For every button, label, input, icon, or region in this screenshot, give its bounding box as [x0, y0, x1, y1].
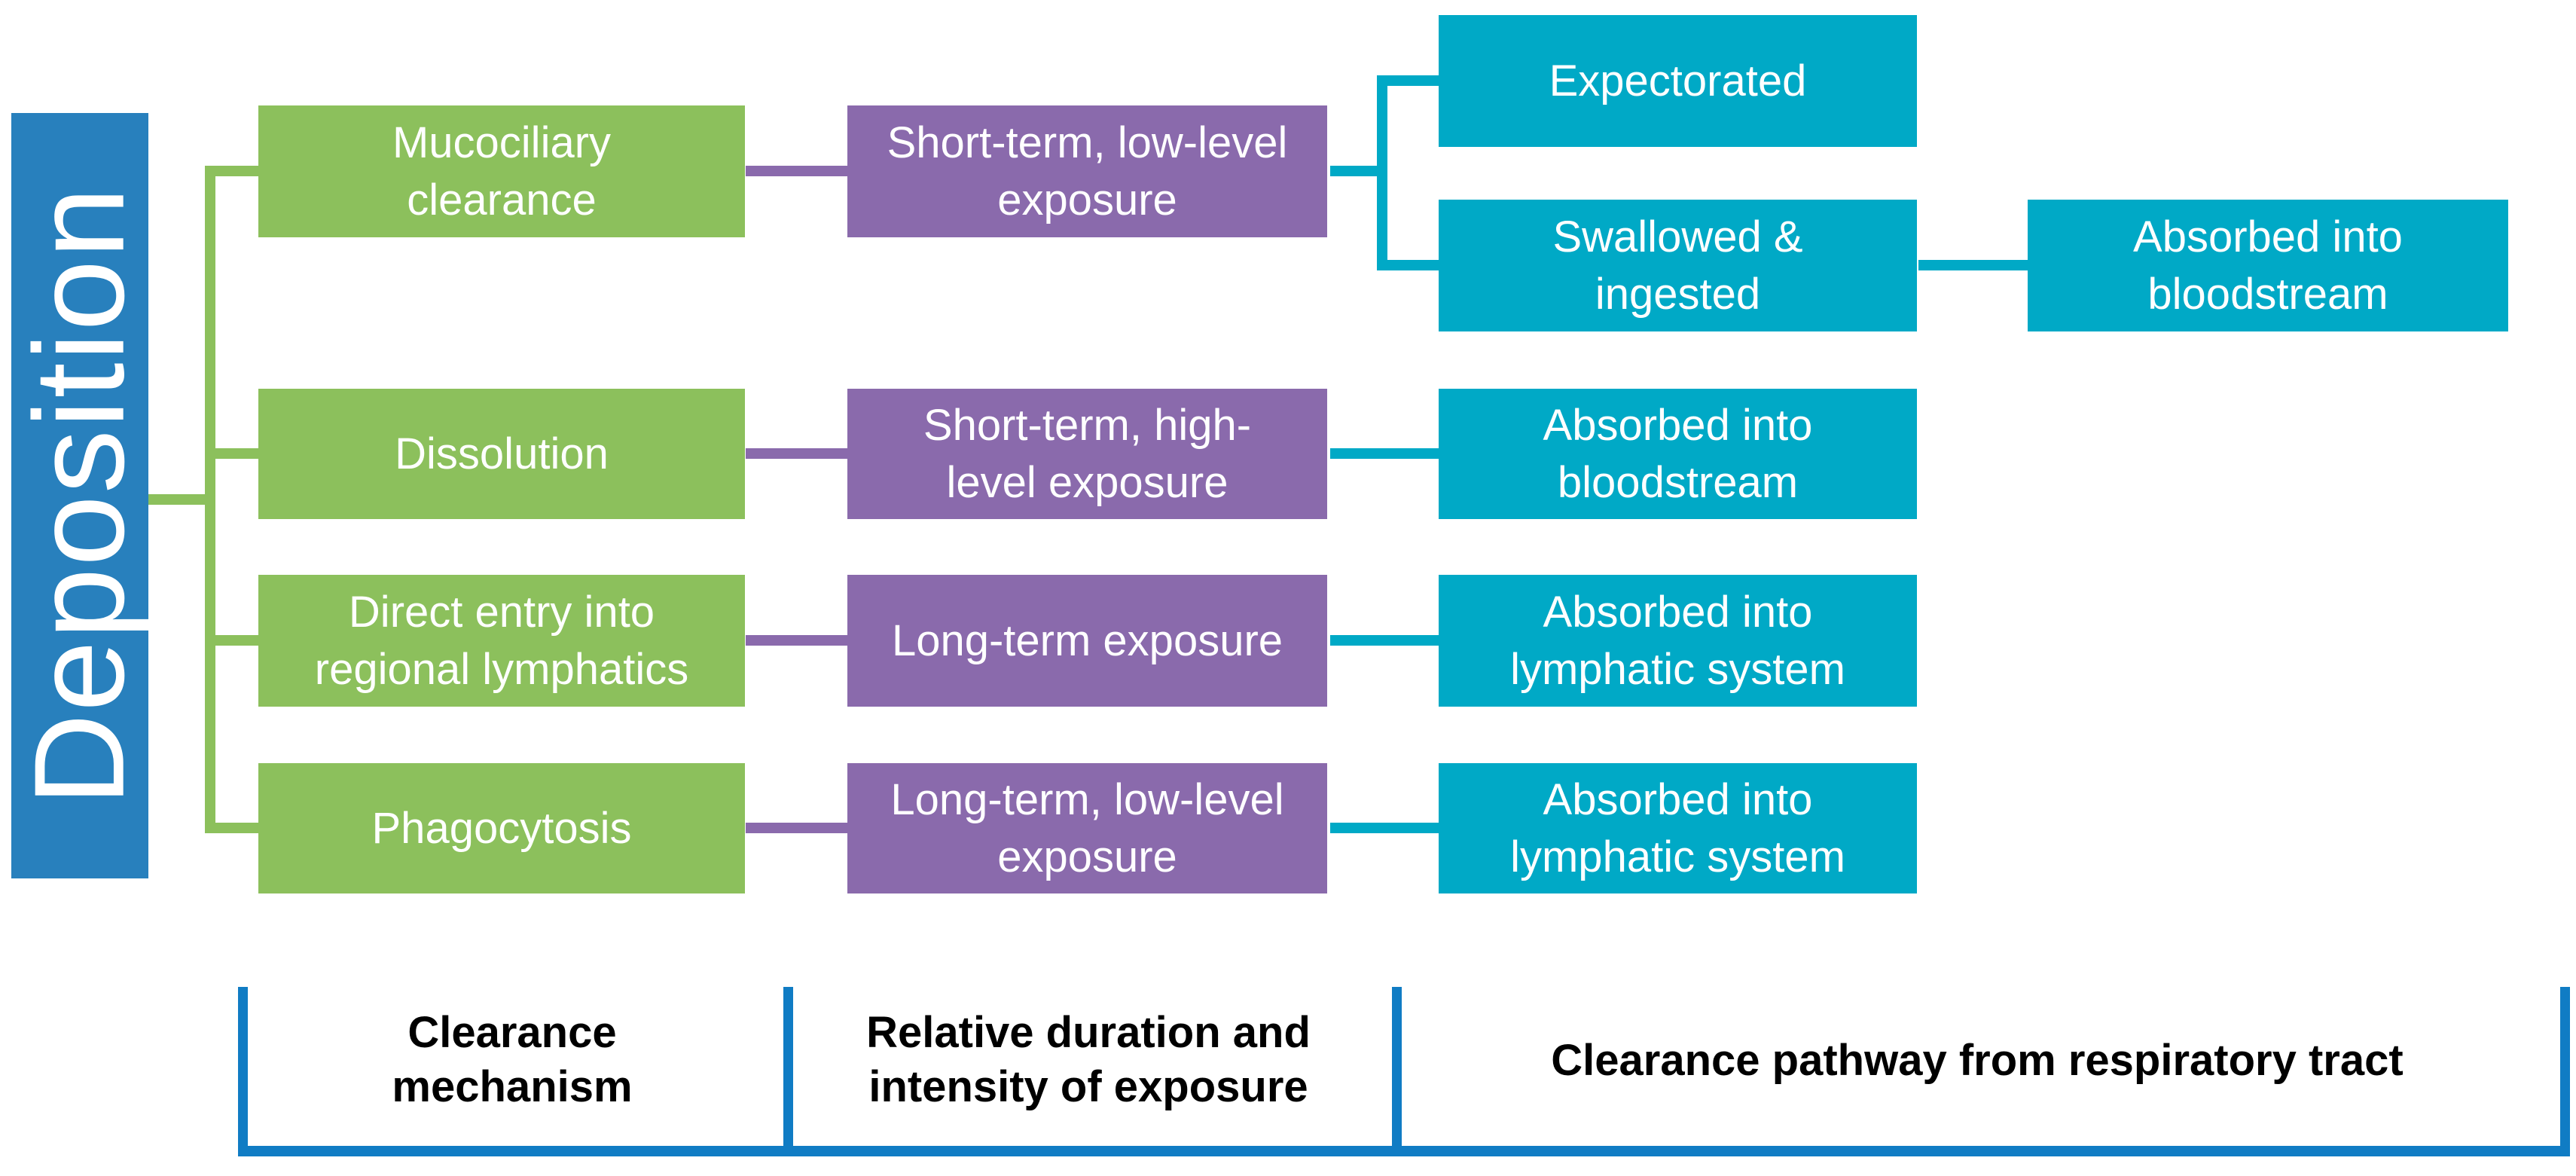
box-absorbed-lymphatic-b: Absorbed into lymphatic system	[1439, 763, 1917, 893]
box-long-term-low: Long-term, low-level exposure	[847, 763, 1327, 893]
legend-clearance-pathway: Clearance pathway from respiratory tract	[1551, 1036, 2404, 1085]
expectorated-label: Expectorated	[1549, 56, 1807, 105]
long-term-label: Long-term exposure	[891, 615, 1283, 665]
box-absorbed-bloodstream: Absorbed into bloodstream	[1439, 389, 1917, 519]
absorbed-lymphatic-b-label: Absorbed into lymphatic system	[1510, 774, 1845, 881]
connector-pathway-row1-trunk	[1377, 75, 1387, 270]
connector-pathway-row1-stub	[1330, 166, 1382, 176]
deposition-label: Deposition	[8, 185, 151, 806]
connector-deposition-stub	[148, 494, 205, 505]
box-absorbed-bloodstream-far: Absorbed into bloodstream	[2028, 200, 2508, 331]
legend-bracket-tick-4	[2560, 987, 2570, 1156]
connector-swallowed-absorbed	[1918, 260, 2028, 270]
connector-mechanism-row1	[205, 166, 258, 176]
short-term-high-label: Short-term, high-level exposure	[923, 400, 1252, 507]
absorbed-lymphatic-a-label: Absorbed into lymphatic system	[1510, 587, 1845, 694]
box-direct-entry: Direct entry into regional lymphatics	[258, 575, 745, 707]
short-term-low-label: Short-term, low-level exposure	[887, 118, 1288, 225]
legend-bracket-baseline	[238, 1146, 2570, 1156]
legend-bracket-tick-1	[238, 987, 248, 1156]
box-dissolution: Dissolution	[258, 389, 745, 519]
box-absorbed-lymphatic-a: Absorbed into lymphatic system	[1439, 575, 1917, 707]
box-long-term: Long-term exposure	[847, 575, 1327, 707]
box-swallowed-ingested: Swallowed & ingested	[1439, 200, 1917, 331]
connector-mechanism-row4	[205, 823, 258, 833]
connector-exposure-row3	[746, 635, 847, 646]
long-term-low-label: Long-term, low-level exposure	[890, 774, 1284, 881]
dissolution-label: Dissolution	[395, 429, 609, 478]
legend-bracket-tick-2	[783, 987, 793, 1156]
connector-exposure-row2	[746, 448, 847, 459]
connector-swallowed	[1377, 260, 1439, 270]
legend-clearance-mechanism: Clearance mechanism	[392, 1008, 633, 1111]
box-deposition: Deposition	[8, 113, 151, 878]
connector-pathway-row2	[1330, 448, 1439, 459]
phagocytosis-label: Phagocytosis	[371, 803, 632, 853]
mucociliary-label: Mucociliary clearance	[392, 118, 612, 225]
absorbed-bloodstream-label: Absorbed into bloodstream	[1543, 400, 1813, 507]
connector-expectorated	[1377, 75, 1439, 86]
connector-mechanism-trunk	[205, 166, 215, 833]
legend-duration-intensity: Relative duration and intensity of expos…	[866, 1008, 1311, 1111]
connector-pathway-row3	[1330, 635, 1439, 646]
box-expectorated: Expectorated	[1439, 15, 1917, 147]
legend-bracket-tick-3	[1392, 987, 1402, 1156]
connector-mechanism-row3	[205, 635, 258, 646]
connector-exposure-row1	[746, 166, 847, 176]
direct-entry-label: Direct entry into regional lymphatics	[314, 587, 689, 694]
box-phagocytosis: Phagocytosis	[258, 763, 745, 893]
connector-pathway-row4	[1330, 823, 1439, 833]
connector-exposure-row4	[746, 823, 847, 833]
box-mucociliary-clearance: Mucociliary clearance	[258, 105, 745, 237]
box-short-term-high: Short-term, high-level exposure	[847, 389, 1327, 519]
box-short-term-low: Short-term, low-level exposure	[847, 105, 1327, 237]
absorbed-bloodstream-far-label: Absorbed into bloodstream	[2133, 212, 2403, 319]
connector-mechanism-row2	[205, 448, 258, 459]
swallowed-ingested-label: Swallowed & ingested	[1552, 212, 1803, 319]
